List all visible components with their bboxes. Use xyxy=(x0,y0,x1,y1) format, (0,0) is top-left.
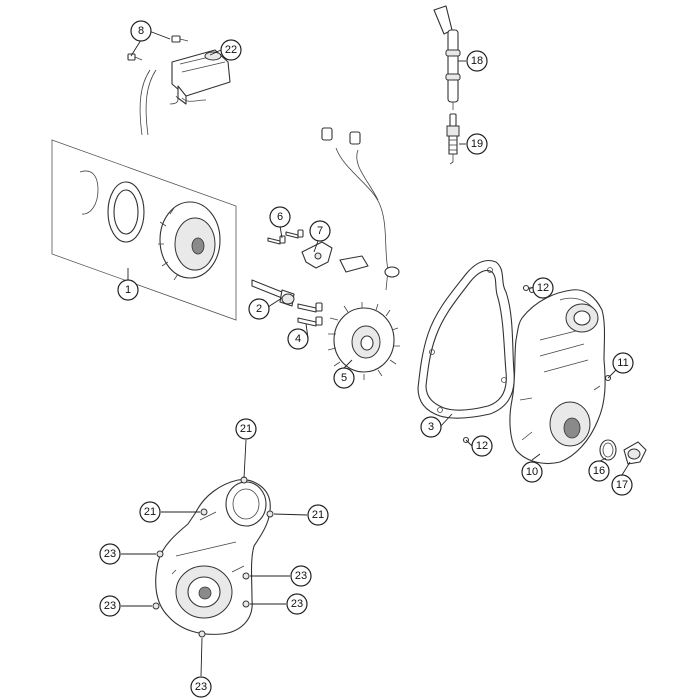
callout-21-top: 21 xyxy=(235,418,257,440)
spark-plug xyxy=(446,113,460,165)
callout-12-top: 12 xyxy=(532,277,554,299)
svg-text:23: 23 xyxy=(104,600,116,612)
svg-text:23: 23 xyxy=(295,570,307,582)
ignition-coil xyxy=(139,49,231,136)
callout-23-right-upper: 23 xyxy=(290,565,312,587)
callout-23-left-upper: 23 xyxy=(99,543,121,565)
seal-ring-16 xyxy=(599,439,617,461)
svg-text:10: 10 xyxy=(526,466,538,478)
callout-11: 11 xyxy=(612,352,634,374)
callout-10: 10 xyxy=(521,461,543,483)
callout-21-right: 21 xyxy=(307,504,329,526)
svg-text:5: 5 xyxy=(341,372,347,384)
cover-gasket xyxy=(417,259,515,419)
callout-6: 6 xyxy=(269,206,291,228)
svg-text:17: 17 xyxy=(616,479,628,491)
callout-23-left-lower: 23 xyxy=(99,595,121,617)
callout-18: 18 xyxy=(466,50,488,72)
svg-text:23: 23 xyxy=(291,598,303,610)
callout-2: 2 xyxy=(248,298,270,320)
screw-8 xyxy=(127,35,189,61)
svg-text:12: 12 xyxy=(537,282,549,294)
svg-text:11: 11 xyxy=(617,357,628,369)
callout-16: 16 xyxy=(588,460,610,482)
svg-text:12: 12 xyxy=(476,440,488,452)
svg-text:23: 23 xyxy=(104,548,116,560)
svg-text:21: 21 xyxy=(144,506,156,518)
svg-text:3: 3 xyxy=(428,421,434,433)
flywheel-assembly-panel xyxy=(51,139,237,321)
bolt-2 xyxy=(251,279,295,307)
leader-lines xyxy=(121,30,631,677)
ignition-cover xyxy=(509,289,606,465)
callout-8: 8 xyxy=(130,20,152,42)
svg-text:21: 21 xyxy=(240,423,252,435)
bracket-7 xyxy=(301,241,333,269)
svg-text:1: 1 xyxy=(125,284,131,296)
callout-12-bottom: 12 xyxy=(471,435,493,457)
callout-19: 19 xyxy=(466,133,488,155)
svg-text:16: 16 xyxy=(593,465,605,477)
spark-plug-connector xyxy=(433,5,461,110)
callout-23-right-lower: 23 xyxy=(286,593,308,615)
svg-text:18: 18 xyxy=(471,55,483,67)
svg-text:2: 2 xyxy=(256,303,262,315)
svg-text:4: 4 xyxy=(295,333,301,345)
stator-with-cable xyxy=(321,127,400,380)
svg-text:6: 6 xyxy=(277,211,283,223)
callout-5: 5 xyxy=(333,367,355,389)
callout-4: 4 xyxy=(287,328,309,350)
callout-22: 22 xyxy=(220,39,242,61)
screw-plug-17 xyxy=(623,441,647,465)
screws-6 xyxy=(267,229,304,245)
svg-text:23: 23 xyxy=(195,681,207,693)
svg-text:21: 21 xyxy=(312,509,324,521)
callout-3: 3 xyxy=(420,416,442,438)
svg-text:19: 19 xyxy=(471,138,483,150)
svg-text:8: 8 xyxy=(138,25,144,37)
bolts-4 xyxy=(297,302,323,327)
svg-text:7: 7 xyxy=(317,225,323,237)
callout-1: 1 xyxy=(117,279,139,301)
callout-23-bottom: 23 xyxy=(190,676,212,698)
callout-21-left: 21 xyxy=(139,501,161,523)
svg-text:22: 22 xyxy=(225,44,237,56)
callout-17: 17 xyxy=(611,474,633,496)
ignition-cover-rear-view xyxy=(152,476,274,638)
callout-7: 7 xyxy=(309,220,331,242)
